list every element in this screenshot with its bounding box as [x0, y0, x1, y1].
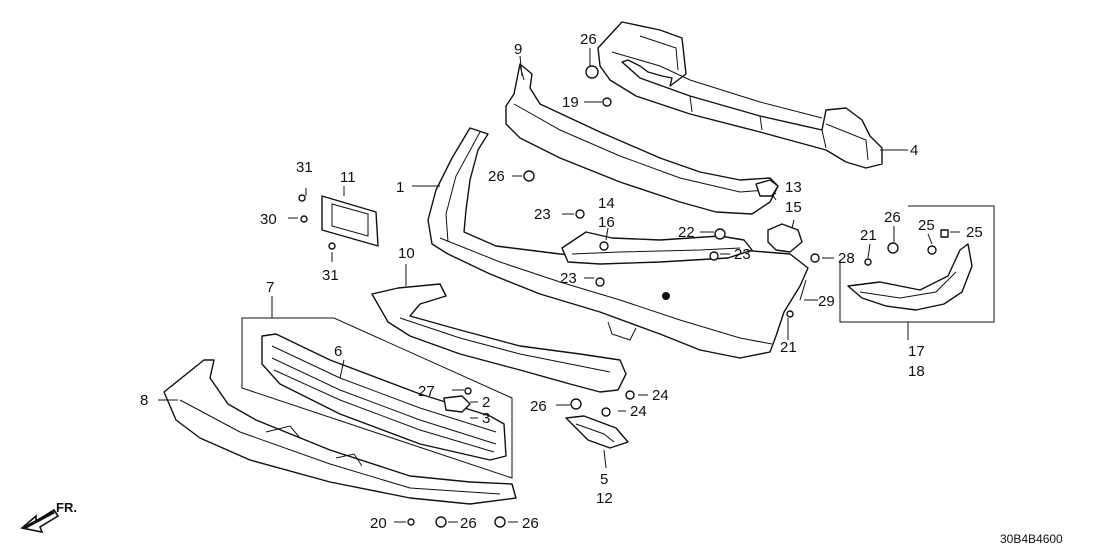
callout-1: 1: [396, 179, 404, 196]
callout-29: 29: [818, 293, 835, 310]
callout-24b: 24: [630, 403, 647, 420]
callout-3: 3: [482, 410, 490, 427]
callout-25a: 25: [918, 217, 935, 234]
side-bracket-17-18: [839, 205, 995, 323]
callout-23a: 23: [534, 206, 551, 223]
callout-10: 10: [398, 245, 415, 262]
callout-31b: 31: [322, 267, 339, 284]
callout-2: 2: [482, 394, 490, 411]
callout-26b: 26: [488, 168, 505, 185]
callout-26f: 26: [522, 515, 539, 532]
callout-13: 13: [785, 179, 802, 196]
callout-15: 15: [785, 199, 802, 216]
callout-11: 11: [340, 169, 356, 186]
callout-21b: 21: [780, 339, 797, 356]
clip-bracket-13: [755, 179, 779, 197]
callout-27: 27: [418, 383, 435, 400]
callout-8: 8: [140, 392, 148, 409]
callout-26c: 26: [884, 209, 901, 226]
callout-30: 30: [260, 211, 277, 228]
bumper-face: [427, 127, 809, 359]
callout-31a: 31: [296, 159, 313, 176]
callout-18: 18: [908, 363, 925, 380]
callout-12: 12: [596, 490, 613, 507]
fog-garnish: [565, 415, 629, 449]
callout-21a: 21: [860, 227, 877, 244]
callout-23c: 23: [560, 270, 577, 287]
callout-25b: 25: [966, 224, 983, 241]
side-spacer-15: [767, 223, 803, 253]
callout-14: 14: [598, 195, 615, 212]
grille-garnish-2-3: [443, 395, 471, 413]
callouts: 1 4 9 26 19 26 13 14 23 16 15 22 23 23 2…: [140, 31, 983, 532]
reinforcement-beam: [597, 21, 883, 169]
front-direction-arrow: FR.: [20, 500, 77, 534]
callout-6: 6: [334, 343, 342, 360]
callout-24a: 24: [652, 387, 669, 404]
license-bracket: [321, 195, 379, 247]
grille-group-frame: [241, 317, 513, 479]
callout-28: 28: [838, 250, 855, 267]
front-direction-label: FR.: [56, 500, 77, 515]
lower-grille: [261, 333, 507, 461]
callout-26a: 26: [580, 31, 597, 48]
leader-lines: [158, 48, 960, 523]
callout-17: 17: [908, 343, 925, 360]
callout-5: 5: [600, 471, 608, 488]
callout-19: 19: [562, 94, 579, 111]
lower-under-cover: [371, 283, 627, 393]
callout-22: 22: [678, 224, 695, 241]
callout-9: 9: [514, 41, 522, 58]
callout-20: 20: [370, 515, 387, 532]
lower-spoiler: [163, 359, 517, 505]
callout-23b: 23: [734, 246, 751, 263]
fasteners: [298, 65, 949, 528]
side-bracket: [561, 231, 753, 265]
callout-26d: 26: [530, 398, 547, 415]
callout-26e: 26: [460, 515, 477, 532]
callout-16: 16: [598, 214, 615, 231]
callout-4: 4: [910, 142, 918, 159]
diagram-code: 30B4B4600: [1000, 532, 1063, 546]
callout-7: 7: [266, 279, 274, 296]
